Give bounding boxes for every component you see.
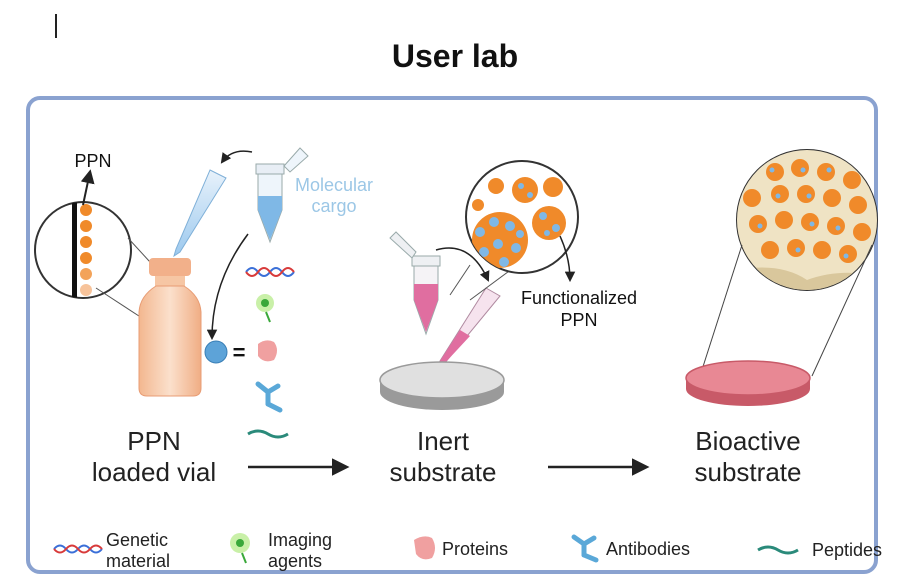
molecular-cargo-line-1: Molecular xyxy=(294,175,374,195)
antibody-icon xyxy=(255,381,283,413)
legend-imaging-icon xyxy=(230,533,250,564)
legend-genetic-line-2: material xyxy=(106,551,171,571)
peptide-icon xyxy=(247,429,289,439)
functionalized-line-1: Functionalized xyxy=(520,288,638,308)
legend-antibodies-line: Antibodies xyxy=(606,539,691,559)
legend-peptides-line: Peptides xyxy=(812,540,883,560)
step-label-inert-substrate: Inert substrate xyxy=(360,426,526,488)
step-1-line-1: PPN xyxy=(127,426,181,456)
legend-peptides: Peptides xyxy=(812,540,896,561)
molecular-cargo-label: Molecular cargo xyxy=(282,175,386,217)
functionalized-zoom-circle xyxy=(465,160,579,274)
legend-imaging-line-2: agents xyxy=(268,551,323,571)
corner-mark xyxy=(55,14,57,38)
legend-antibodies: Antibodies xyxy=(606,539,716,560)
ppn-label: PPN xyxy=(74,151,112,171)
legend-antibody-icon xyxy=(571,534,599,563)
functionalized-line-2: PPN xyxy=(560,310,598,330)
imaging-agent-icon xyxy=(256,294,274,323)
step-1-line-2: loaded vial xyxy=(91,457,217,487)
step-3-line-2: substrate xyxy=(694,457,802,487)
molecular-cargo-line-2: cargo xyxy=(311,196,357,216)
legend-peptide-icon xyxy=(757,545,799,555)
step-3-line-1: Bioactive xyxy=(695,426,801,456)
equals-sign: = xyxy=(232,340,246,365)
legend-dna-icon xyxy=(53,544,103,554)
pipette-icon xyxy=(437,287,501,370)
functionalized-ppn-label: Functionalized PPN xyxy=(510,287,648,331)
bioactive-disc-icon xyxy=(685,360,811,406)
bioactive-zoom-circle xyxy=(736,149,878,291)
dna-icon xyxy=(245,267,295,277)
legend-proteins-line: Proteins xyxy=(442,539,509,559)
ppn-arrow xyxy=(80,169,95,206)
step-label-ppn-vial: PPN loaded vial xyxy=(70,426,238,488)
page-title: User lab xyxy=(391,38,519,74)
pink-tube-icon xyxy=(389,231,441,336)
vial-icon xyxy=(138,258,202,397)
legend-protein-icon xyxy=(414,536,435,560)
legend-genetic-material: Genetic material xyxy=(106,530,206,572)
legend-genetic-line-1: Genetic xyxy=(106,530,169,550)
ppn-zoom-circle xyxy=(34,201,132,299)
step-2-line-1: Inert xyxy=(416,426,470,456)
legend-imaging-line-1: Imaging xyxy=(268,530,333,550)
legend-imaging-agents: Imaging agents xyxy=(268,530,368,572)
step-label-bioactive-substrate: Bioactive substrate xyxy=(660,426,836,488)
pipette-icon xyxy=(173,169,227,258)
legend-proteins: Proteins xyxy=(442,539,542,560)
inert-disc-icon xyxy=(379,361,505,410)
protein-icon xyxy=(258,340,277,362)
step-2-line-2: substrate xyxy=(389,457,497,487)
cargo-tube-icon xyxy=(255,147,309,244)
nanoparticle-icon xyxy=(204,340,228,364)
